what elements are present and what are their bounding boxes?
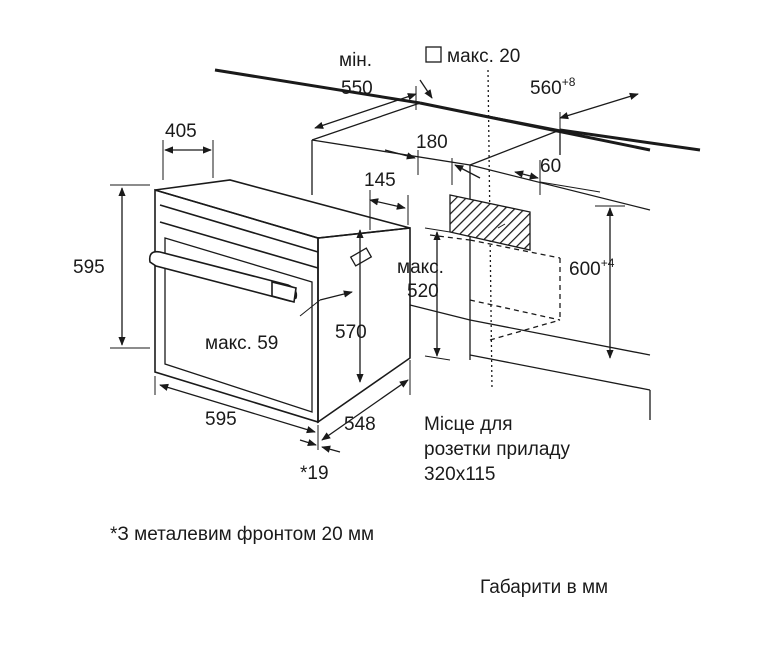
cabinet-floor-left [409,304,471,321]
dim-19-a [299,439,317,447]
niche-inner-top [469,239,561,259]
oven-side-face [317,227,411,424]
label-min-550: 550 [341,78,373,99]
oven-body [148,179,411,424]
ext-520-top [424,227,451,233]
niche-inner-top-left [429,234,471,241]
label-max520-line1: макс. [397,257,444,278]
oven-panel-line-2 [159,221,319,269]
niche-top-right [469,129,561,166]
dim-min550 [314,93,417,129]
label-405: 405 [165,121,197,142]
ext-520-bottom [424,355,451,361]
countertop-back [559,128,701,152]
oven-handle-end [271,280,297,304]
niche-inner-floor [489,319,561,341]
dim-60 [514,170,539,180]
dim-145 [369,198,406,210]
niche-top-back [419,102,561,131]
label-145: 145 [364,170,396,191]
label-548: 548 [344,414,376,435]
oven-handle [148,250,298,302]
square-symbol-icon [425,46,442,63]
niche-inner-bottom [469,299,561,321]
note-units: Габарити в мм [480,577,608,598]
label-570: 570 [335,322,367,343]
dimension-lines [110,46,639,453]
dim-548 [321,379,409,441]
socket-area-hatched [449,194,531,251]
dimension-labels: мін. 550 макс. 20 560+8 405 180 145 60 5… [73,46,615,485]
label-600: 600+4 [569,256,615,280]
label-max59: макс. 59 [205,333,278,354]
dim-max59-arrow [319,290,353,301]
niche-top-left [311,102,421,141]
cabinet-line-b [469,354,651,391]
dim-180-right-arrow [454,164,481,179]
label-595-width: 595 [205,409,237,430]
dim-19-b [321,445,341,453]
niche-top-front [311,139,471,166]
socket-leader [497,223,506,229]
label-max20: макс. 20 [447,46,520,67]
dim-max59-leader [299,299,321,317]
dim-180-left-arrow [384,149,416,160]
footnotes: *З металевим фронтом 20 мм Габарити в мм [110,524,608,598]
oven-side-bracket [349,247,373,267]
dim-595-width [159,383,316,434]
cabinet-line-a [469,164,651,211]
label-560: 560+8 [530,75,576,99]
cabinet-line-c [469,319,651,356]
note-metal-front: *З металевим фронтом 20 мм [110,524,374,545]
label-60: 60 [540,156,561,177]
dim-560 [559,92,639,120]
label-595-height: 595 [73,257,105,278]
cabinet-niche [214,68,701,420]
label-180: 180 [416,132,448,153]
label-socket-line1: Місце для [424,414,513,435]
label-star19: *19 [300,463,329,484]
oven-panel-line-1 [159,204,319,253]
dim-max20-arrow [419,79,433,99]
countertop-edge-left [214,68,421,105]
label-socket-line2: розетки приладу [424,439,570,460]
label-min: мін. [339,50,372,71]
label-socket-line3: 320x115 [424,464,496,485]
label-max520-line2: 520 [407,281,439,302]
ext-60-leader [539,181,601,193]
